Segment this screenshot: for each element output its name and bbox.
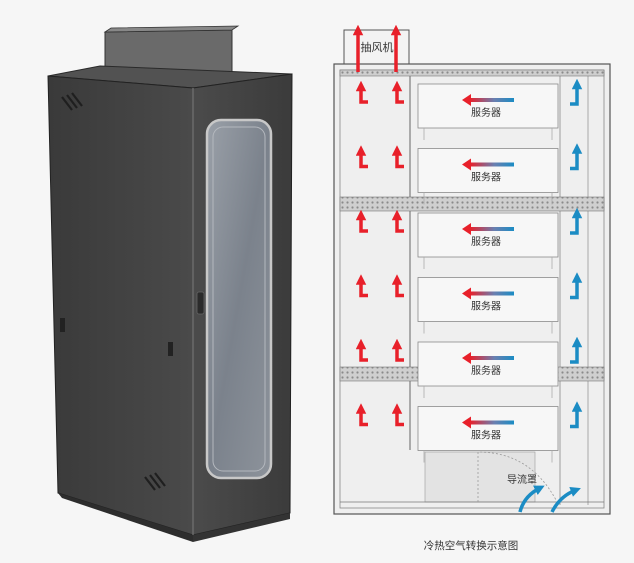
server-airflow-arrowhead bbox=[462, 94, 471, 106]
server-airflow-arrow bbox=[470, 227, 514, 231]
server-slot bbox=[417, 83, 559, 129]
server-slot bbox=[417, 277, 559, 322]
intake-arrows bbox=[518, 485, 581, 513]
hot-air-arrow bbox=[355, 403, 368, 427]
server-airflow-arrow bbox=[470, 162, 514, 167]
hot-air-arrow bbox=[355, 338, 368, 362]
server-label: 服务器 bbox=[471, 171, 501, 184]
server-airflow-arrow bbox=[470, 356, 514, 360]
cold-air-arrow bbox=[570, 207, 583, 235]
server-airflow-arrow bbox=[470, 98, 514, 102]
diagram-caption: 冷热空气转换示意图 bbox=[424, 539, 519, 552]
exhaust-arrows bbox=[352, 24, 402, 72]
server-airflow-arrowhead bbox=[462, 158, 471, 171]
cold-air-arrow bbox=[570, 143, 583, 171]
cold-air-arrow bbox=[570, 78, 583, 106]
server-slot bbox=[417, 148, 559, 193]
hot-air-arrow bbox=[391, 80, 404, 104]
hot-air-arrow bbox=[391, 209, 404, 233]
server-label: 服务器 bbox=[471, 429, 501, 442]
server-airflow-arrowhead bbox=[462, 352, 471, 364]
hot-air-arrow bbox=[391, 145, 404, 169]
server-label: 服务器 bbox=[471, 235, 501, 248]
fan-label: 抽风机 bbox=[361, 40, 394, 54]
hot-air-arrow bbox=[391, 274, 404, 298]
cold-air-arrow bbox=[570, 272, 583, 300]
server-airflow-arrowhead bbox=[462, 287, 471, 300]
hot-air-arrow bbox=[391, 403, 404, 427]
server-airflow-arrow bbox=[470, 420, 514, 425]
server-label: 服务器 bbox=[471, 300, 501, 313]
server-slot bbox=[417, 341, 559, 387]
baffle-label: 导流罩 bbox=[507, 473, 537, 486]
server-slot bbox=[417, 212, 559, 258]
hot-air-arrow bbox=[355, 80, 368, 104]
hot-air-arrow bbox=[355, 274, 368, 298]
hot-air-arrow bbox=[355, 145, 368, 169]
fan-box bbox=[343, 29, 410, 67]
cold-air-arrow bbox=[570, 336, 583, 364]
server-airflow-arrow bbox=[470, 291, 514, 296]
cold-air-arrow bbox=[570, 401, 583, 429]
server-airflow-arrowhead bbox=[462, 223, 471, 235]
server-slot bbox=[417, 406, 559, 451]
baffle-outline bbox=[477, 451, 557, 502]
hot-air-arrow bbox=[391, 338, 404, 362]
server-airflow-arrowhead bbox=[462, 416, 471, 429]
server-label: 服务器 bbox=[471, 106, 501, 119]
server-cabinet-illustration bbox=[47, 25, 293, 542]
server-label: 服务器 bbox=[471, 364, 501, 377]
hot-air-arrow bbox=[355, 209, 368, 233]
